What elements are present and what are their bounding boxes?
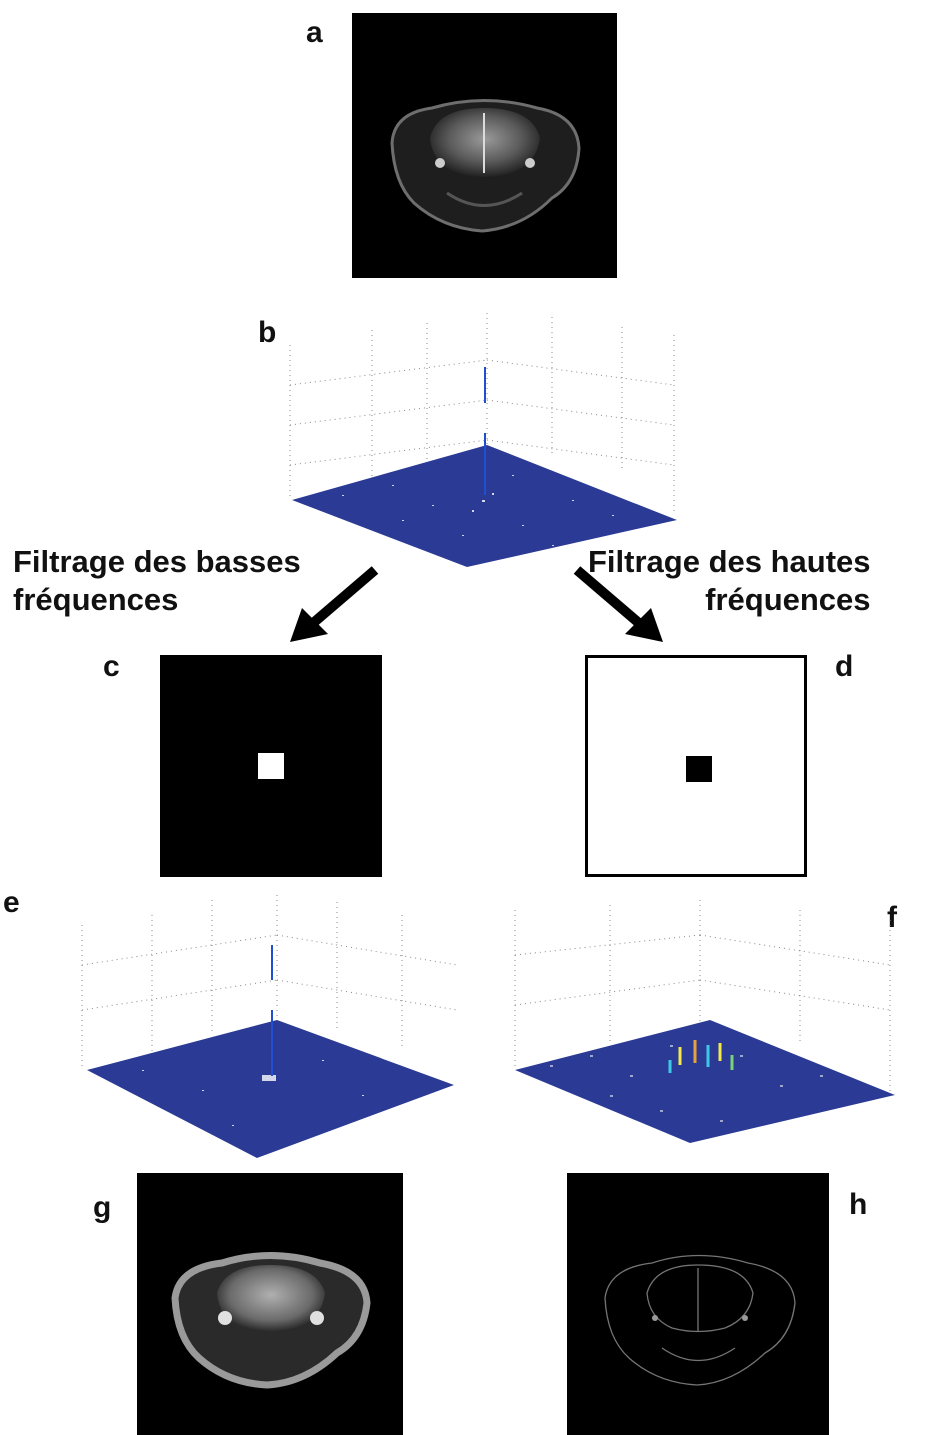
- high-pass-mask: [585, 655, 807, 877]
- mask-center-square: [258, 753, 284, 779]
- panel-label-b: b: [258, 316, 277, 349]
- fourier-spectrum-plot: [282, 305, 702, 580]
- caption-low-frequency-filtering: Filtrage des basses fréquences: [13, 543, 301, 619]
- mask-center-square: [686, 756, 712, 782]
- panel-label-h: h: [849, 1188, 868, 1221]
- caption-high-line1: Filtrage des hautes: [588, 544, 871, 579]
- mri-original-image: [352, 13, 617, 278]
- caption-low-line1: Filtrage des basses: [13, 544, 301, 579]
- mri-low-pass-image: [137, 1173, 403, 1435]
- panel-label-f: f: [887, 901, 897, 934]
- low-pass-mask: [160, 655, 382, 877]
- caption-high-frequency-filtering: Filtrage des hautes fréquences: [588, 543, 871, 619]
- high-frequency-peaks: [668, 1040, 734, 1073]
- panel-label-g: g: [93, 1191, 112, 1224]
- low-pass-spectrum-plot: [62, 890, 472, 1165]
- panel-label-a: a: [306, 16, 323, 49]
- panel-label-e: e: [3, 886, 20, 919]
- spectrum-grid: [289, 313, 675, 515]
- arrow-down-left-icon: [290, 566, 379, 642]
- panel-label-d: d: [835, 650, 854, 683]
- arrow-down-right-icon: [573, 566, 663, 642]
- caption-low-line2: fréquences: [13, 581, 179, 617]
- caption-high-line2: fréquences: [705, 581, 871, 617]
- filtered-spectrum-surface: [515, 1020, 895, 1143]
- high-pass-spectrum-plot: [500, 895, 910, 1145]
- mri-high-pass-image: [567, 1173, 829, 1435]
- filtered-spectrum-surface: [87, 1020, 454, 1158]
- spectrum-surface: [292, 445, 677, 567]
- panel-label-c: c: [103, 650, 120, 683]
